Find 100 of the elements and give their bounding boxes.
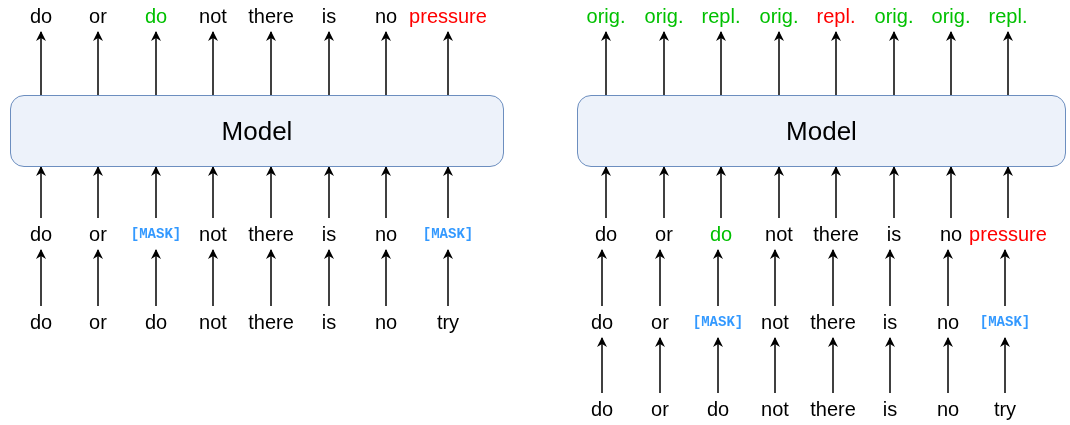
arrow	[266, 166, 276, 219]
arrow	[324, 166, 334, 219]
token-text: orig.	[759, 4, 799, 28]
token-text: repl.	[701, 4, 741, 28]
arrow	[324, 249, 334, 307]
token-text: is	[321, 310, 337, 334]
arrow	[597, 337, 607, 394]
arrow	[601, 31, 611, 96]
token-text: or	[651, 310, 669, 334]
token-text: not	[199, 4, 227, 28]
token-text: orig.	[586, 4, 626, 28]
arrow	[828, 337, 838, 394]
arrow	[93, 166, 103, 219]
token-text: try	[436, 310, 460, 334]
token-text: not	[199, 310, 227, 334]
arrow	[266, 249, 276, 307]
arrow	[1000, 249, 1010, 307]
arrow	[151, 31, 161, 96]
mask-token: [MASK]	[422, 222, 474, 246]
token-text: or	[89, 222, 107, 246]
arrow	[601, 166, 611, 219]
token-text: no	[939, 222, 963, 246]
arrow	[774, 166, 784, 219]
arrow	[381, 31, 391, 96]
arrow	[774, 31, 784, 96]
arrow	[208, 249, 218, 307]
token-text: not	[761, 397, 789, 421]
token-text: not	[761, 310, 789, 334]
token-text: there	[810, 397, 856, 421]
token-text: is	[321, 4, 337, 28]
token-text: is	[882, 397, 898, 421]
arrow	[831, 31, 841, 96]
arrow	[716, 166, 726, 219]
token-text: or	[89, 310, 107, 334]
arrow	[208, 166, 218, 219]
token-text: no	[936, 397, 960, 421]
token-text: orig.	[874, 4, 914, 28]
token-text: do	[29, 4, 53, 28]
arrow	[208, 31, 218, 96]
arrow	[151, 249, 161, 307]
arrow	[946, 166, 956, 219]
token-text: do	[590, 397, 614, 421]
arrow	[597, 249, 607, 307]
token-text: no	[374, 4, 398, 28]
token-text: is	[886, 222, 902, 246]
token-text: or	[651, 397, 669, 421]
model-box: Model	[10, 95, 504, 167]
token-text: there	[810, 310, 856, 334]
arrow	[943, 337, 953, 394]
arrow	[946, 31, 956, 96]
token-text: not	[765, 222, 793, 246]
token-text: there	[248, 310, 294, 334]
arrow	[93, 249, 103, 307]
token-text: orig.	[931, 4, 971, 28]
token-text: do	[144, 310, 168, 334]
arrow	[885, 249, 895, 307]
token-text: no	[374, 222, 398, 246]
token-text: do	[590, 310, 614, 334]
arrow	[659, 31, 669, 96]
token-text: is	[882, 310, 898, 334]
token-text: or	[89, 4, 107, 28]
arrow	[889, 166, 899, 219]
token-text: orig.	[644, 4, 684, 28]
token-text: do	[29, 310, 53, 334]
token-text: there	[248, 222, 294, 246]
arrow	[1000, 337, 1010, 394]
token-text: or	[655, 222, 673, 246]
arrow	[381, 166, 391, 219]
arrow	[713, 249, 723, 307]
arrow	[716, 31, 726, 96]
arrow	[770, 249, 780, 307]
arrow	[655, 249, 665, 307]
arrow	[443, 249, 453, 307]
token-text: do	[709, 222, 733, 246]
arrow	[889, 31, 899, 96]
token-text: no	[374, 310, 398, 334]
arrow	[655, 337, 665, 394]
arrow	[151, 166, 161, 219]
token-text: do	[29, 222, 53, 246]
token-text: is	[321, 222, 337, 246]
arrow	[36, 249, 46, 307]
mask-token: [MASK]	[979, 310, 1031, 334]
arrow	[324, 31, 334, 96]
arrow	[1003, 31, 1013, 96]
arrow	[381, 249, 391, 307]
arrow	[713, 337, 723, 394]
arrow	[93, 31, 103, 96]
token-text: try	[993, 397, 1017, 421]
token-text: do	[706, 397, 730, 421]
arrow	[266, 31, 276, 96]
token-text: repl.	[988, 4, 1028, 28]
token-text: no	[936, 310, 960, 334]
token-text: pressure	[409, 4, 487, 28]
arrow	[770, 337, 780, 394]
arrow	[831, 166, 841, 219]
token-text: there	[248, 4, 294, 28]
arrow	[36, 166, 46, 219]
token-text: not	[199, 222, 227, 246]
arrow	[659, 166, 669, 219]
token-text: repl.	[816, 4, 856, 28]
